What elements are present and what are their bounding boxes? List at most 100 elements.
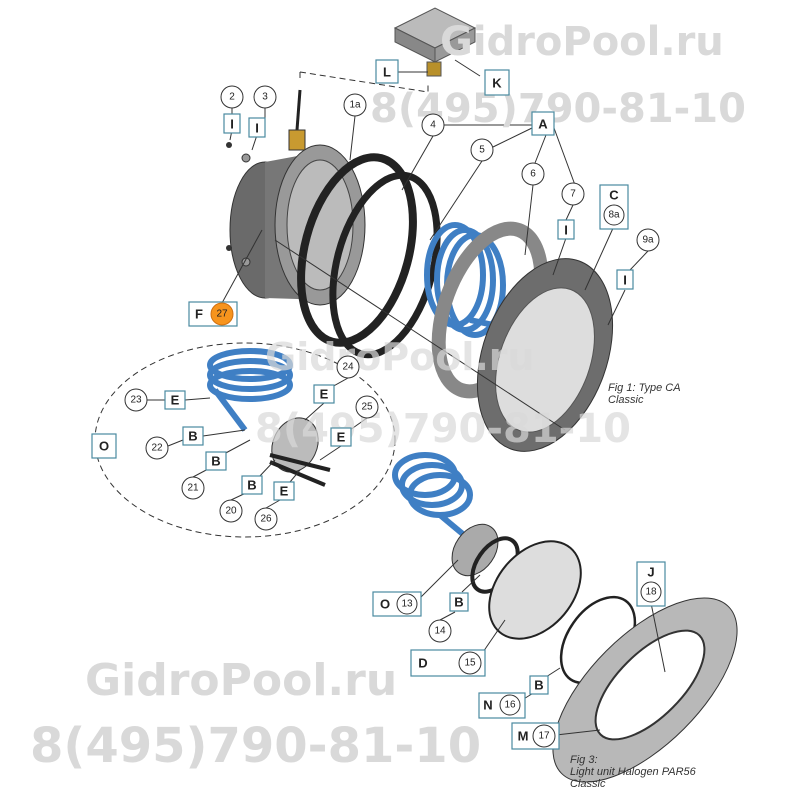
svg-text:I: I <box>255 121 259 136</box>
callout-21[interactable]: 21 <box>181 476 205 500</box>
group-I-3[interactable]: I <box>248 117 266 138</box>
svg-text:8(495)790-81-10: 8(495)790-81-10 <box>255 406 631 452</box>
svg-text:K: K <box>492 76 502 91</box>
svg-text:F: F <box>195 307 203 322</box>
group-B-16[interactable]: B <box>529 675 549 695</box>
svg-text:M: M <box>518 729 529 744</box>
lamp-holder <box>451 523 499 577</box>
callout-2[interactable]: 2 <box>220 85 244 109</box>
svg-text:18: 18 <box>645 587 657 598</box>
group-E-25[interactable]: E <box>330 427 352 447</box>
svg-text:15: 15 <box>464 658 476 669</box>
callout-26[interactable]: 26 <box>254 507 278 531</box>
group-O-13[interactable]: O 13 <box>372 591 422 617</box>
svg-text:4: 4 <box>430 120 436 131</box>
group-I-9a[interactable]: I <box>616 269 634 290</box>
group-I-7[interactable]: I <box>557 219 575 240</box>
callout-5[interactable]: 5 <box>470 138 494 162</box>
lamp-assembly-detail <box>207 348 331 487</box>
svg-text:13: 13 <box>401 599 413 610</box>
part-number-callouts: 2 3 1a 4 5 6 7 9a 23 24 25 22 21 20 26 1… <box>124 85 660 643</box>
callout-27[interactable]: 27 <box>210 302 234 326</box>
svg-text:16: 16 <box>504 700 516 711</box>
group-N-16[interactable]: N 16 <box>478 692 526 719</box>
svg-text:6: 6 <box>530 169 536 180</box>
callout-1a[interactable]: 1a <box>343 93 367 117</box>
svg-text:24: 24 <box>342 362 354 373</box>
svg-text:22: 22 <box>151 443 163 454</box>
svg-text:8(495)790-81-10: 8(495)790-81-10 <box>30 718 481 774</box>
gasket-5 <box>329 171 441 359</box>
svg-text:25: 25 <box>361 402 373 413</box>
callout-3[interactable]: 3 <box>253 85 277 109</box>
svg-text:N: N <box>483 698 492 713</box>
svg-text:GidroPool.ru: GidroPool.ru <box>85 655 397 706</box>
group-F-27[interactable]: F 27 <box>188 301 238 327</box>
group-letter-boxes: I I A I I C8a F 27 L K E E E B B B E O O… <box>91 59 666 750</box>
svg-text:B: B <box>454 595 463 610</box>
callout-7[interactable]: 7 <box>561 182 585 206</box>
svg-text:B: B <box>188 429 197 444</box>
svg-text:3: 3 <box>262 92 268 103</box>
svg-text:E: E <box>337 430 346 445</box>
svg-text:B: B <box>534 678 543 693</box>
callout-4[interactable]: 4 <box>421 113 445 137</box>
svg-text:E: E <box>280 484 289 499</box>
group-K[interactable]: K <box>484 69 510 96</box>
svg-text:J: J <box>647 565 654 580</box>
group-B-22[interactable]: B <box>182 426 204 446</box>
group-L[interactable]: L <box>375 59 399 84</box>
callout-20[interactable]: 20 <box>219 499 243 523</box>
svg-text:26: 26 <box>260 514 272 525</box>
callout-6[interactable]: 6 <box>521 162 545 186</box>
cable-coil-lower <box>392 452 473 543</box>
svg-text:5: 5 <box>479 145 485 156</box>
group-A[interactable]: A <box>531 111 555 136</box>
group-B-21[interactable]: B <box>205 451 227 471</box>
callout-22[interactable]: 22 <box>145 436 169 460</box>
group-E-26[interactable]: E <box>273 481 295 501</box>
group-D-15[interactable]: D 15 <box>410 649 486 677</box>
svg-text:7: 7 <box>570 189 576 200</box>
svg-text:27: 27 <box>216 309 228 320</box>
callout-25[interactable]: 25 <box>355 395 379 419</box>
svg-text:A: A <box>538 117 548 132</box>
svg-text:B: B <box>211 454 220 469</box>
par56-lamp <box>488 540 582 640</box>
svg-text:14: 14 <box>434 626 446 637</box>
svg-text:E: E <box>320 387 329 402</box>
svg-text:L: L <box>383 65 391 80</box>
group-B-20[interactable]: B <box>241 475 263 495</box>
svg-text:I: I <box>564 223 568 238</box>
svg-text:21: 21 <box>187 483 199 494</box>
fig1-caption-title: Fig 1: Type CA <box>608 382 681 394</box>
front-cover <box>476 258 614 452</box>
svg-text:9a: 9a <box>642 235 654 246</box>
callout-14[interactable]: 14 <box>428 619 452 643</box>
front-ring-17 <box>552 597 738 783</box>
callout-9a[interactable]: 9a <box>636 228 660 252</box>
group-C-8a[interactable]: C8a <box>599 184 629 230</box>
cable-route-line <box>299 71 429 93</box>
group-O-detail[interactable]: O <box>91 433 117 459</box>
callout-23[interactable]: 23 <box>124 388 148 412</box>
svg-text:D: D <box>418 656 427 671</box>
group-E-23[interactable]: E <box>164 390 186 410</box>
group-E-24[interactable]: E <box>313 384 335 404</box>
svg-text:O: O <box>380 597 390 612</box>
group-I-2[interactable]: I <box>223 113 241 134</box>
svg-text:GidroPool.ru: GidroPool.ru <box>265 335 535 379</box>
group-J-18[interactable]: J 18 <box>636 561 666 607</box>
group-B-14[interactable]: B <box>449 592 469 612</box>
svg-text:O: O <box>99 439 109 454</box>
niche-housing <box>226 89 366 306</box>
callout-24[interactable]: 24 <box>336 355 360 379</box>
svg-text:8a: 8a <box>608 210 620 221</box>
fig3-caption-variant: Classic <box>570 778 606 790</box>
fig3-caption-title: Fig 3: <box>570 754 598 766</box>
svg-text:I: I <box>230 117 234 132</box>
figure-captions: Fig 1: Type CA Classic Fig 3: Light unit… <box>570 382 697 790</box>
